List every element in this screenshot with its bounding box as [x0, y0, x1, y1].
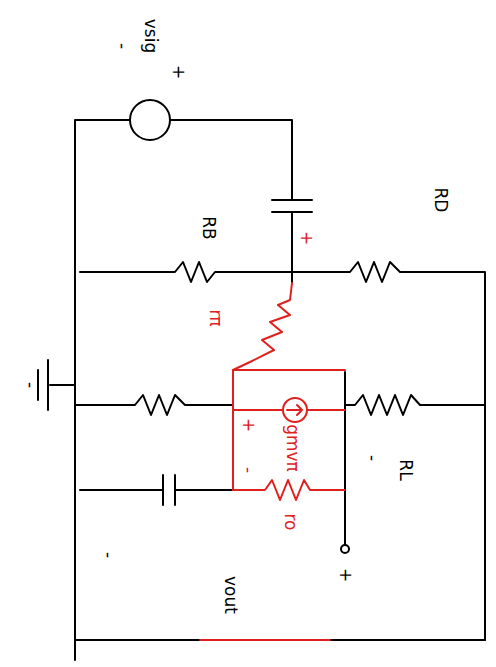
- signal-name: vout: [222, 576, 239, 614]
- small-signal-resistor: [233, 480, 345, 500]
- part-name: RD: [432, 188, 449, 213]
- resistor-row: [80, 262, 485, 640]
- wire: [344, 372, 346, 545]
- part-name: gmvπ: [284, 424, 301, 472]
- part-name: RL: [397, 459, 414, 480]
- wire: [170, 120, 292, 200]
- part-name: ro: [282, 513, 299, 530]
- part-name: RB: [200, 216, 217, 239]
- capacitor-symbol: [272, 200, 312, 212]
- polarity-mark: +: [170, 65, 187, 79]
- resistor-symbol: [345, 395, 485, 415]
- signal-name: vsig: [142, 19, 159, 53]
- small-signal-wire: [200, 639, 330, 641]
- wire: [75, 120, 130, 255]
- wire: [75, 639, 485, 641]
- current-arrow: [287, 405, 302, 415]
- polarity-mark: -: [22, 382, 39, 388]
- small-signal-wire: [233, 370, 345, 490]
- part-name: rπ: [207, 309, 224, 326]
- current-source: [283, 398, 307, 422]
- resistor-symbol: [75, 395, 233, 415]
- polarity-mark: +: [298, 231, 315, 245]
- polarity-mark: -: [240, 467, 257, 473]
- polarity-mark: -: [364, 455, 381, 461]
- polarity-mark: -: [114, 43, 131, 49]
- polarity-mark: +: [337, 568, 354, 582]
- polarity-mark: +: [240, 418, 257, 432]
- polarity-mark: -: [100, 552, 117, 558]
- small-signal-resistor: [233, 283, 292, 370]
- capacitor-symbol: [80, 475, 233, 505]
- voltage-source: [130, 100, 170, 140]
- wire: [74, 255, 76, 660]
- terminal: [341, 545, 349, 553]
- ground-symbol: [38, 360, 75, 410]
